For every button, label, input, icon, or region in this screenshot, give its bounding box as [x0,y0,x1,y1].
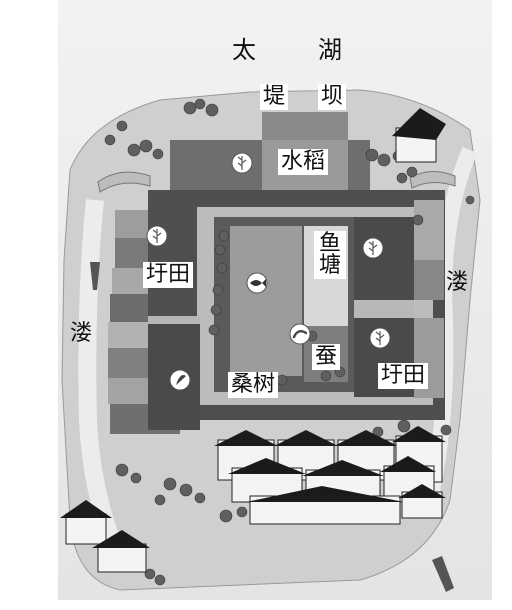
rice-icon [362,237,384,259]
village-houses [214,426,446,525]
label-ba: 坝 [318,84,347,110]
label-fish-pond: 鱼 塘 [314,231,346,279]
label-polder-right: 圩田 [378,363,429,389]
rice-icon [369,327,391,349]
boat-bottom-right [432,556,454,592]
bridge-left [97,171,151,193]
central-pond [230,226,302,376]
label-tang: 塘 [318,253,341,278]
ring-right-dike [354,300,414,318]
house-bottom-left [60,500,150,573]
label-hu: 湖 [318,36,342,64]
rice-icon [231,152,253,174]
label-silkworm: 蚕 [312,344,341,370]
silkworm-icon [289,323,311,345]
dike-field-top [262,112,348,142]
label-rice: 水稻 [278,149,329,175]
label-di: 堤 [260,84,289,110]
bridge-right [409,171,456,189]
house-top-right [392,108,446,163]
rice-icon [146,225,168,247]
label-tai: 太 [232,36,256,64]
label-polder-left: 圩田 [143,262,194,288]
label-creek-right: 溇 [446,270,469,295]
label-yu: 鱼 [318,231,341,256]
fish-icon [246,272,268,294]
label-mulberry: 桑树 [228,372,279,398]
boat-left [90,262,100,290]
left-lower-dike [148,316,200,324]
mulberry-icon [169,369,191,391]
label-creek-left: 溇 [70,321,93,346]
